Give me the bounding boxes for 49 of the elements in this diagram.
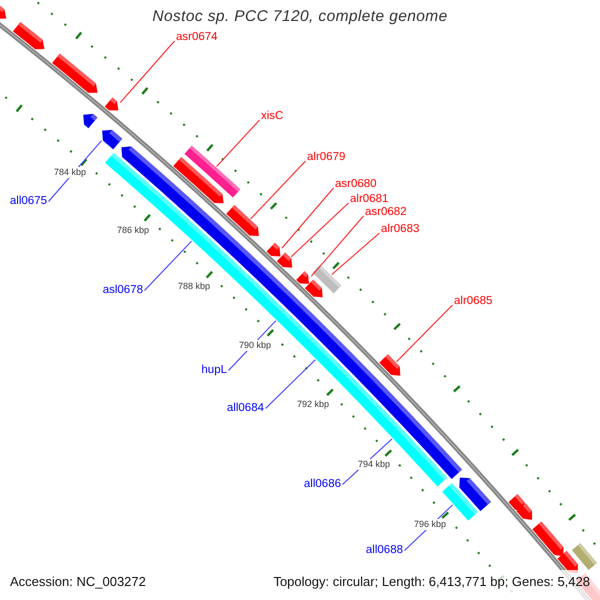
gene-feature: [296, 271, 309, 284]
gene-label: hupL: [201, 364, 227, 377]
gene-feature: [173, 157, 224, 204]
leader-line: [265, 359, 316, 409]
tick-label: 794 kbp: [358, 459, 390, 470]
gene-feature: [52, 54, 98, 93]
tick-label: 792 kbp: [297, 399, 330, 410]
gene-label: asr0682: [365, 206, 407, 219]
gene-feature: [516, 503, 532, 520]
gene-feature: [379, 354, 400, 376]
leader-line: [396, 304, 453, 362]
gene-label: all0684: [226, 402, 264, 415]
gene-label: all0675: [10, 195, 47, 208]
leader-line: [144, 240, 192, 291]
gene-feature: [459, 478, 491, 512]
leader-line: [331, 232, 380, 276]
leader-line: [281, 188, 334, 249]
gene-feature: [12, 22, 44, 50]
gene-feature: [104, 98, 118, 110]
leader-line: [310, 216, 364, 277]
diagram-title: Nostoc sp. PCC 7120, complete genome: [151, 8, 449, 26]
gene-label: alr0681: [350, 193, 388, 206]
gene-label: xisC: [261, 110, 284, 123]
gene-label: all0688: [366, 544, 403, 557]
gene-label: asr0674: [176, 31, 218, 44]
leader-line: [250, 160, 306, 220]
gene-feature: [304, 280, 323, 298]
gene-label: asl0678: [102, 284, 143, 297]
gene-label: asr0680: [335, 178, 377, 191]
gene-label: alr0685: [454, 295, 492, 308]
leader-line: [216, 120, 260, 168]
leader-line: [120, 40, 175, 104]
tick-label: 796 kbp: [414, 519, 446, 530]
gene-feature: [226, 205, 259, 236]
gene-feature: [83, 114, 98, 128]
gene-feature: [266, 242, 280, 256]
gene-label: all0686: [304, 478, 341, 491]
tick-label: 784 kbp: [54, 167, 86, 178]
leader-line: [290, 202, 349, 258]
gene-label: alr0683: [381, 223, 420, 236]
gene-feature: [532, 521, 564, 556]
tick-label: 790 kbp: [239, 340, 272, 351]
footer-text: Accession: NC_003272: [10, 575, 146, 588]
tick-label: 788 kbp: [178, 281, 210, 292]
footer-text: Topology: circular; Length: 6,413,771 bp; Genes: 5,428: [273, 575, 590, 588]
gene-feature: [276, 252, 292, 268]
gene-label: alr0679: [307, 151, 346, 164]
gene-feature: [102, 130, 122, 150]
tick-label: 786 kbp: [117, 225, 150, 236]
